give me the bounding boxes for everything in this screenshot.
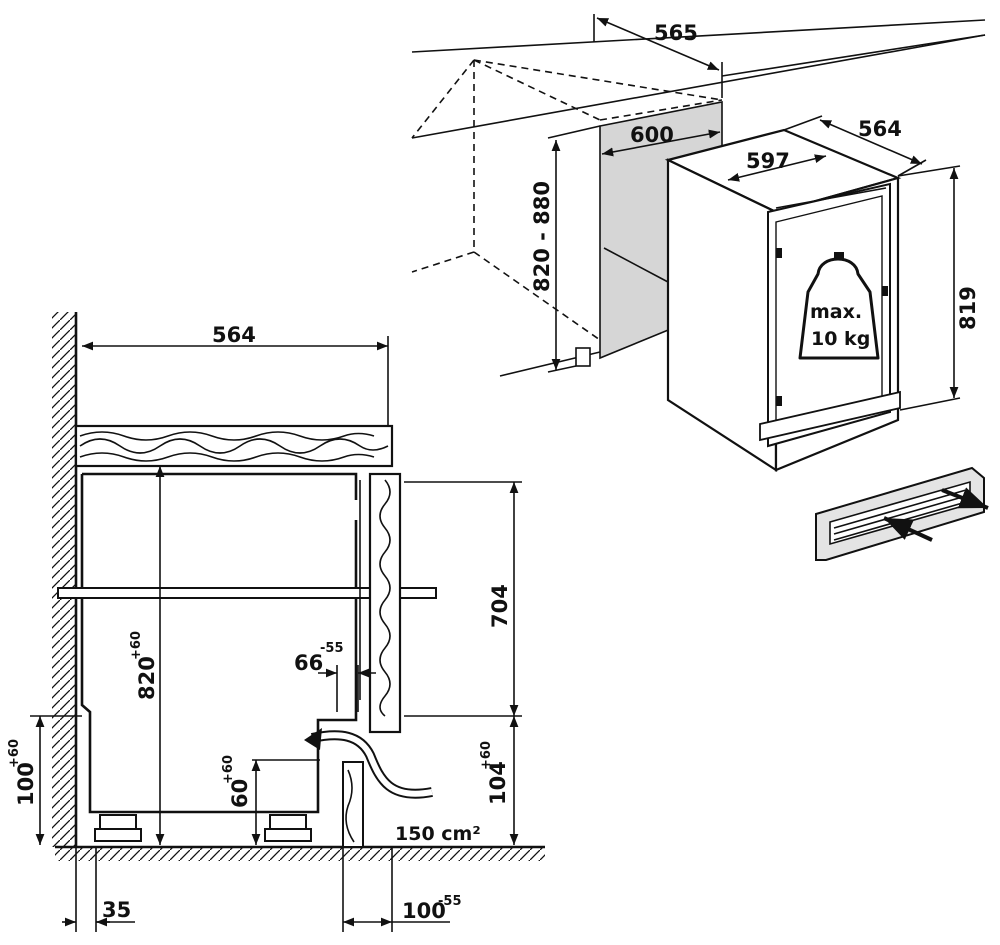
door-panel — [359, 472, 402, 734]
label-60-tol: +60 — [221, 755, 236, 784]
dimension-66: 66 -55 — [294, 641, 376, 712]
dimension-597: 597 — [727, 149, 827, 182]
niche-outline — [411, 59, 723, 341]
adjustable-foot-front — [94, 814, 142, 842]
worktop-line-back — [721, 34, 986, 77]
niche-foot — [575, 347, 591, 367]
label-60: 60 — [228, 779, 252, 808]
label-564-top: 564 — [212, 323, 256, 347]
dimension-820: 820 +60 — [129, 466, 165, 845]
label-66-tol: -55 — [320, 641, 344, 656]
label-820-880: 820 - 880 — [530, 181, 554, 292]
dimension-704: 704 — [404, 481, 522, 717]
label-597: 597 — [746, 149, 790, 173]
label-66: 66 — [294, 651, 323, 675]
floor — [55, 845, 545, 861]
dimension-820-880: 820 - 880 — [530, 125, 601, 373]
dimension-100-left: 100 +60 — [7, 715, 82, 845]
label-vent-area: 150 cm² — [395, 823, 481, 845]
dimension-600: 600 — [601, 123, 721, 157]
adjustable-foot-rear — [264, 814, 312, 842]
dimension-100-bottom: 100 -55 — [342, 847, 462, 932]
label-819: 819 — [956, 286, 980, 330]
side-view: 564 820 +60 704 104 +60 100 +60 — [7, 312, 545, 932]
plinth-vent-detail — [815, 466, 989, 561]
label-820: 820 — [135, 656, 159, 700]
appliance-body — [80, 472, 358, 814]
shelf-rail — [57, 587, 437, 599]
label-565: 565 — [654, 21, 698, 45]
dimension-565: 565 — [593, 14, 723, 98]
worktop — [74, 424, 394, 468]
dimension-104: 104 +60 — [479, 716, 519, 845]
label-704: 704 — [488, 584, 512, 628]
plinth-grille — [342, 761, 364, 848]
label-820-tol: +60 — [129, 631, 144, 660]
weight-icon: max. 10 kg — [798, 252, 880, 360]
dimension-60: 60 +60 — [221, 755, 320, 845]
airflow-arrow — [304, 728, 433, 799]
label-564-iso: 564 — [858, 117, 902, 141]
dimension-35: 35 — [62, 847, 135, 932]
isometric-view: 565 600 820 - 880 — [411, 14, 989, 561]
label-104: 104 — [486, 761, 510, 805]
worktop-line-top — [411, 19, 986, 53]
worktop-line-front — [411, 34, 986, 139]
label-10kg: 10 kg — [811, 328, 870, 350]
dimension-564-iso: 564 — [783, 115, 927, 177]
label-100-left-tol: +60 — [7, 739, 22, 768]
label-600: 600 — [630, 123, 674, 147]
dimension-819: 819 — [897, 165, 980, 411]
wall — [52, 312, 78, 847]
label-100-bottom-tol: -55 — [438, 894, 462, 909]
dimension-564-top: 564 — [82, 323, 389, 426]
label-35: 35 — [102, 898, 131, 922]
label-104-tol: +60 — [479, 741, 494, 770]
label-100-left: 100 — [14, 762, 38, 806]
label-max: max. — [810, 301, 862, 323]
label-100-bottom: 100 — [402, 899, 446, 923]
